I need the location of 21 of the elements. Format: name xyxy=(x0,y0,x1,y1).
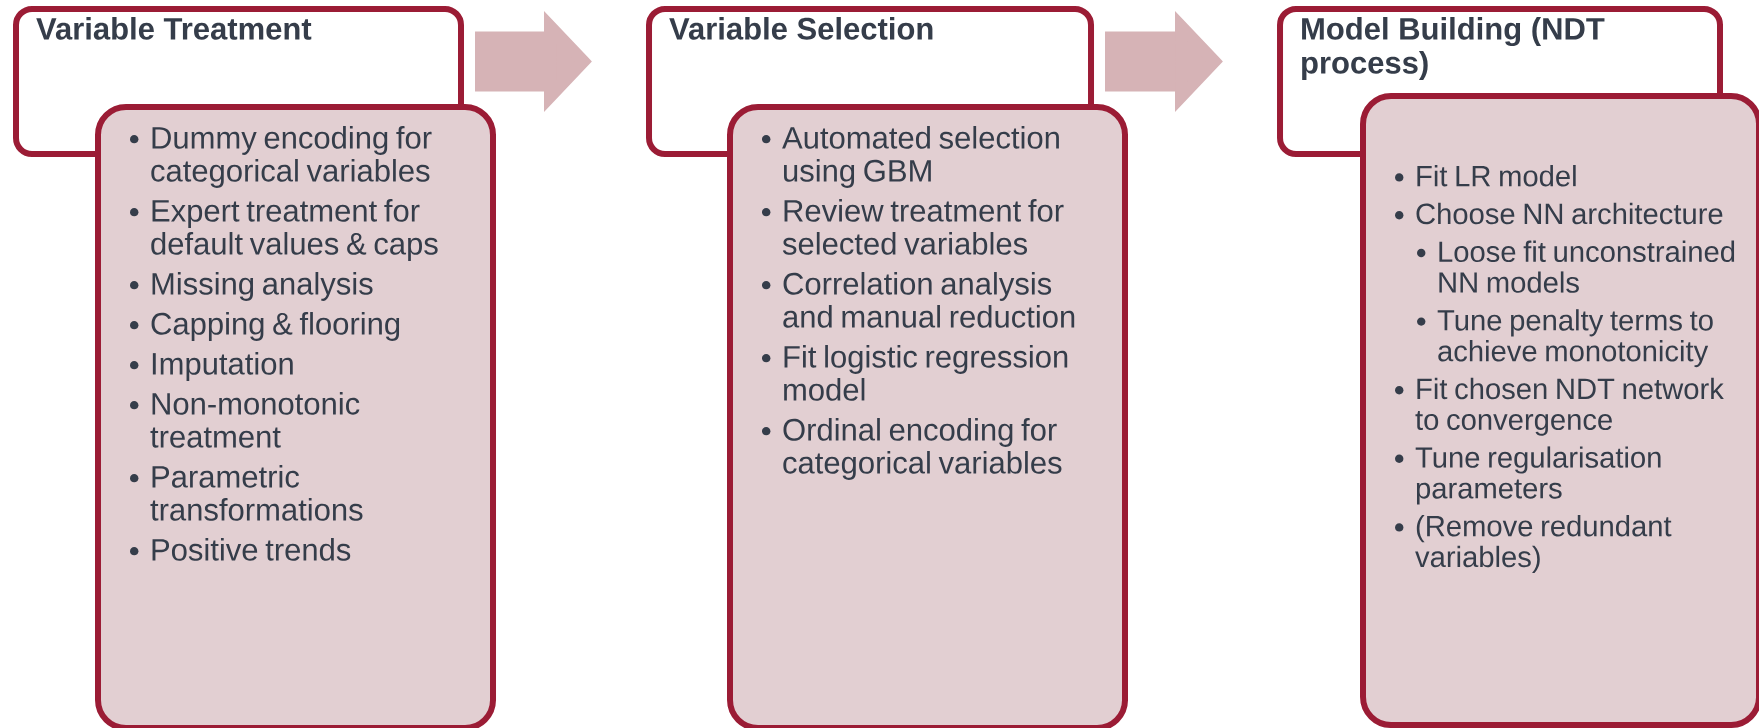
bullet-item: Expert treatment for default values & caps xyxy=(130,199,438,261)
bullet-item: Correlation analysis and manual reduction xyxy=(762,272,1075,328)
bullet-list-box xyxy=(727,104,1128,728)
bullet-item: Loose fit unconstrained NN models xyxy=(1417,240,1735,293)
bullet-item: Non-monotonic treatment xyxy=(130,392,360,448)
bullet-item: Fit logistic regression model xyxy=(762,345,1068,401)
bullet-item: Missing analysis xyxy=(130,272,373,301)
bullet-item: (Remove redundant variables) xyxy=(1395,515,1672,573)
bullet-list-box xyxy=(1360,93,1759,728)
bullet-item: Fit chosen NDT network to convergence xyxy=(1395,377,1724,436)
bullet-item: Tune regularisation parameters xyxy=(1395,446,1661,505)
bullet-item: Positive trends xyxy=(130,538,351,561)
bullet-item: Imputation xyxy=(130,352,293,381)
bullet-item: Parametric transformations xyxy=(130,465,363,521)
bullet-item: Choose NN architecture xyxy=(1395,202,1723,225)
bullet-item: Capping & flooring xyxy=(130,312,400,341)
bullet-item: Ordinal encoding for categorical variables xyxy=(762,418,1062,480)
bullet-item: Review treatment for selected variables xyxy=(762,199,1064,255)
bullet-item: Tune penalty terms to achieve monotonicity xyxy=(1417,309,1713,368)
bullet-list-box xyxy=(95,104,496,728)
bullet-item: Fit LR model xyxy=(1395,165,1576,187)
